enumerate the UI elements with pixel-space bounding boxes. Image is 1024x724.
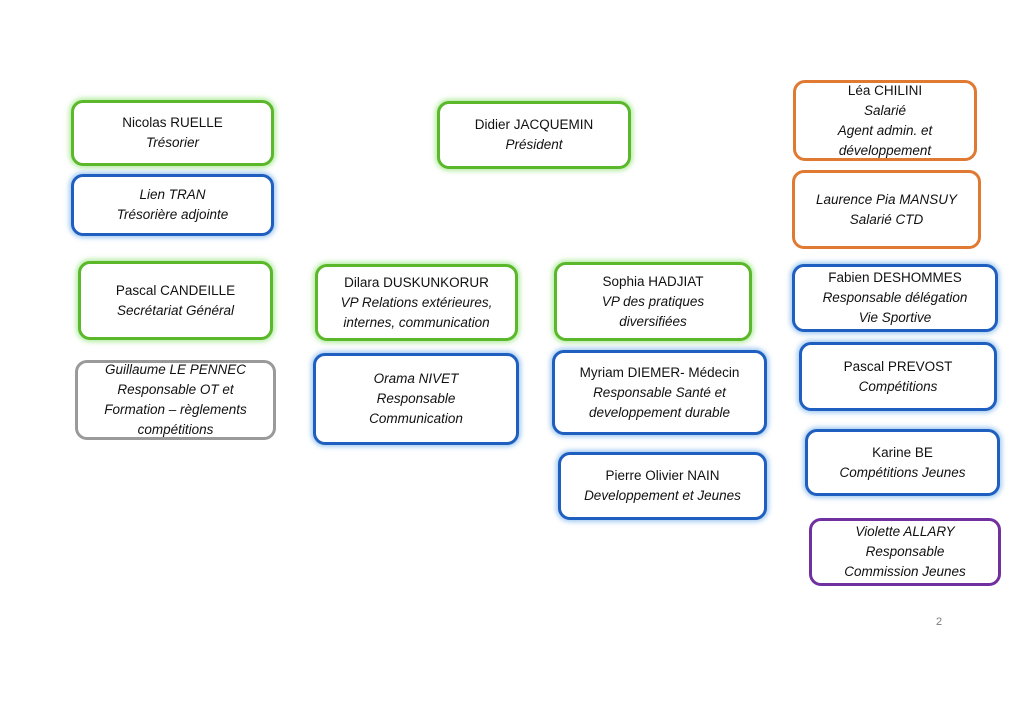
box-role: Salarié Agent admin. et développement [838, 101, 933, 161]
role-line: Trésorière adjointe [116, 207, 229, 222]
role-line: Guillaume LE PENNEC [104, 362, 247, 377]
box-role: Laurence Pia MANSUY Salarié CTD [816, 190, 957, 230]
box-role: Secrétariat Général [117, 301, 234, 321]
role-line: developpement durable [588, 404, 731, 420]
box-role: Trésorier [146, 133, 199, 153]
role-line: Laurence Pia MANSUY [815, 191, 958, 207]
box-pascal-prevost: Pascal PREVOST Compétitions [799, 342, 997, 411]
role-line: Compétitions Jeunes [839, 464, 966, 480]
box-name: Pascal PREVOST [843, 358, 953, 374]
role-line: Commission Jeunes [844, 564, 966, 579]
box-name: Dilara DUSKUNKORUR [344, 274, 489, 290]
box-name: Léa CHILINI [847, 82, 923, 98]
box-orama-nivet: Orama NIVET Responsable Communication [313, 353, 519, 445]
box-guillaume-le-pennec: Guillaume LE PENNEC Responsable OT et Fo… [75, 360, 276, 440]
box-name: Fabien DESHOMMES [828, 270, 962, 285]
box-laurence-pia-mansuy: Laurence Pia MANSUY Salarié CTD [792, 170, 981, 249]
box-role: Responsable Santé et developpement durab… [589, 383, 730, 423]
box-role: Responsable délégation Vie Sportive [823, 288, 968, 328]
box-dilara-duskunkorur: Dilara DUSKUNKORUR VP Relations extérieu… [315, 264, 518, 341]
box-pascal-candeille: Pascal CANDEILLE Secrétariat Général [78, 261, 273, 340]
role-line: Orama NIVET [373, 371, 459, 386]
box-role: Developpement et Jeunes [584, 486, 741, 506]
role-line: VP des pratiques [601, 293, 705, 309]
role-line: Salarié [863, 102, 907, 118]
role-line: Président [505, 137, 563, 152]
box-role: Compétitions [859, 377, 938, 397]
box-name: Myriam DIEMER- Médecin [579, 364, 740, 380]
box-name: Sophia HADJIAT [602, 273, 704, 289]
box-name: Nicolas RUELLE [122, 115, 223, 130]
role-line: Formation – règlements [104, 402, 247, 417]
box-myriam-diemer: Myriam DIEMER- Médecin Responsable Santé… [552, 350, 767, 435]
role-line: Agent admin. et [837, 122, 933, 138]
role-line: Responsable OT et [117, 382, 234, 397]
box-role: Compétitions Jeunes [839, 463, 965, 483]
box-name: Pascal CANDEILLE [115, 282, 236, 298]
box-fabien-deshommes: Fabien DESHOMMES Responsable délégation … [792, 264, 998, 332]
box-sophia-hadjiat: Sophia HADJIAT VP des pratiques diversif… [554, 262, 752, 341]
box-role: Lien TRAN Trésorière adjointe [117, 185, 229, 225]
role-line: Developpement et Jeunes [584, 488, 741, 503]
role-line: Responsable [376, 391, 456, 406]
role-line: Secrétariat Général [116, 302, 235, 318]
box-lien-tran: Lien TRAN Trésorière adjointe [71, 174, 274, 236]
box-name: Karine BE [872, 444, 933, 460]
role-line: Lien TRAN [139, 187, 206, 202]
role-line: Compétitions [858, 378, 938, 394]
box-role: Orama NIVET Responsable Communication [369, 369, 463, 429]
role-line: Salarié CTD [849, 211, 924, 227]
role-line: diversifiées [619, 313, 687, 329]
box-violette-allary: Violette ALLARY Responsable Commission J… [809, 518, 1001, 586]
box-pierre-olivier-nain: Pierre Olivier NAIN Developpement et Jeu… [558, 452, 767, 520]
role-line: développement [838, 142, 932, 158]
box-name: Didier JACQUEMIN [474, 117, 594, 132]
page-number: 2 [936, 616, 943, 628]
box-role: VP des pratiques diversifiées [602, 292, 704, 332]
box-role: VP Relations extérieures, internes, comm… [341, 293, 493, 333]
role-line: Responsable délégation [822, 290, 968, 305]
box-lea-chilini: Léa CHILINI Salarié Agent admin. et déve… [793, 80, 977, 161]
role-line: compétitions [137, 422, 214, 437]
box-role: Guillaume LE PENNEC Responsable OT et Fo… [104, 360, 247, 440]
role-line: Responsable Santé et [593, 384, 726, 400]
box-role: Président [505, 135, 562, 155]
box-karine-be: Karine BE Compétitions Jeunes [805, 429, 1000, 496]
role-line: Communication [369, 411, 463, 426]
role-line: Responsable [865, 544, 945, 559]
box-didier-jacquemin: Didier JACQUEMIN Président [437, 101, 631, 169]
role-line: internes, communication [343, 314, 490, 330]
box-name: Pierre Olivier NAIN [605, 468, 720, 483]
role-line: Vie Sportive [858, 310, 932, 325]
box-nicolas-ruelle: Nicolas RUELLE Trésorier [71, 100, 274, 166]
box-role: Violette ALLARY Responsable Commission J… [844, 522, 966, 582]
role-line: VP Relations extérieures, [340, 294, 493, 310]
role-line: Violette ALLARY [855, 524, 955, 539]
role-line: Trésorier [145, 135, 199, 150]
